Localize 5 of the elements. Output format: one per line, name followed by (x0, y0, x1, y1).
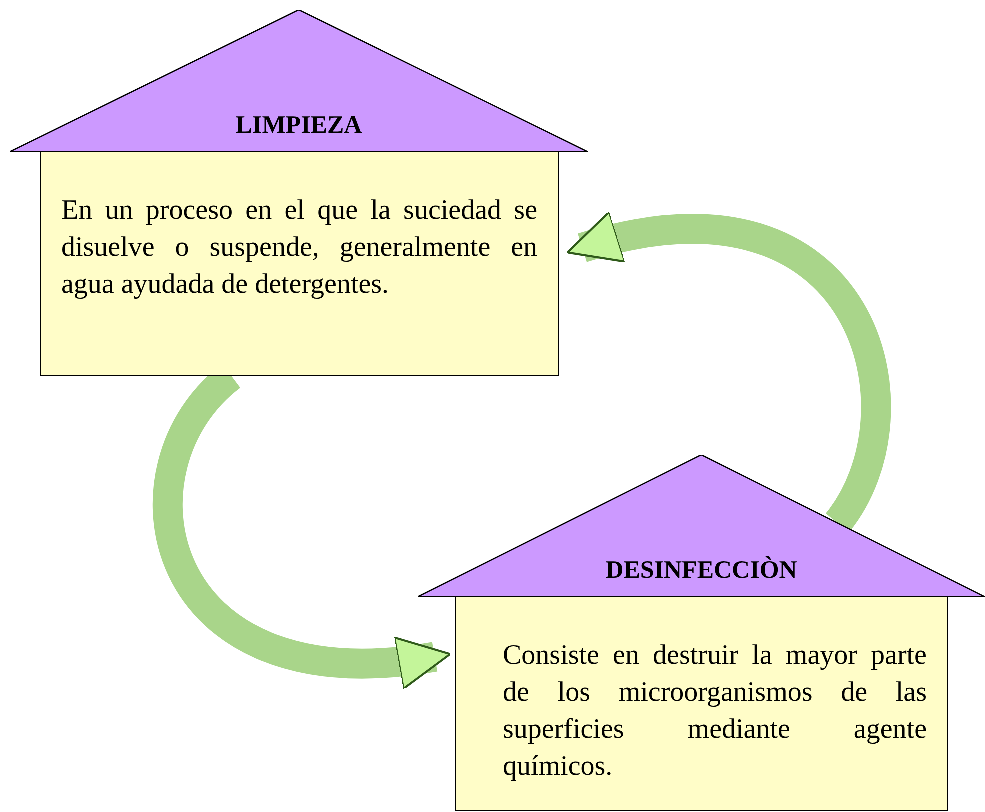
description: Consiste en destruir la mayor parte de los microorganismos de las superficies mediante agente químicos. (503, 639, 927, 784)
heading: LIMPIEZA (236, 112, 362, 140)
description: En un proceso en el que la suciedad se disuelve o suspende, generalmente en agua ayudada de detergentes. (62, 194, 538, 302)
heading: DESINFECCIÒN (606, 557, 798, 585)
curved-arrow (566, 213, 891, 532)
